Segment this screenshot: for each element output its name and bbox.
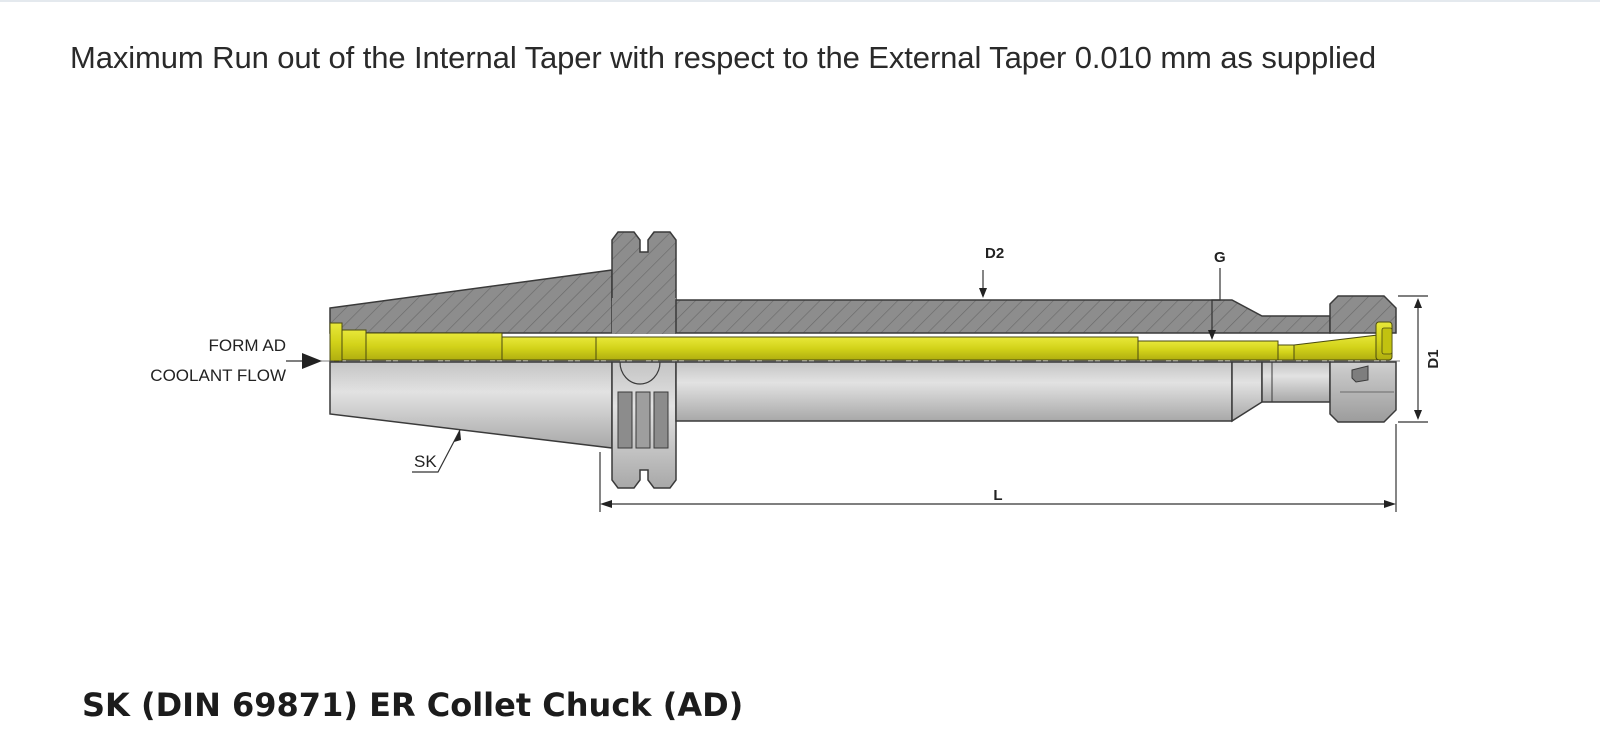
form-ad-label: FORM AD: [209, 336, 286, 355]
coolant-flow-label: COOLANT FLOW: [150, 366, 286, 385]
d1-label: D1: [1425, 349, 1442, 368]
d2-label: D2: [985, 245, 1004, 262]
lower-exterior-body: [329, 361, 1397, 489]
l-label: L: [993, 487, 1002, 504]
product-title: SK (DIN 69871) ER Collet Chuck (AD): [82, 686, 744, 724]
arrowheads: [302, 288, 1422, 508]
coolant-channel: [329, 321, 1393, 362]
upper-section-body: [329, 231, 1397, 334]
g-label: G: [1214, 249, 1226, 266]
runout-specification-text: Maximum Run out of the Internal Taper wi…: [70, 40, 1377, 75]
top-border: [0, 0, 1600, 2]
sk-label: SK: [414, 452, 437, 471]
